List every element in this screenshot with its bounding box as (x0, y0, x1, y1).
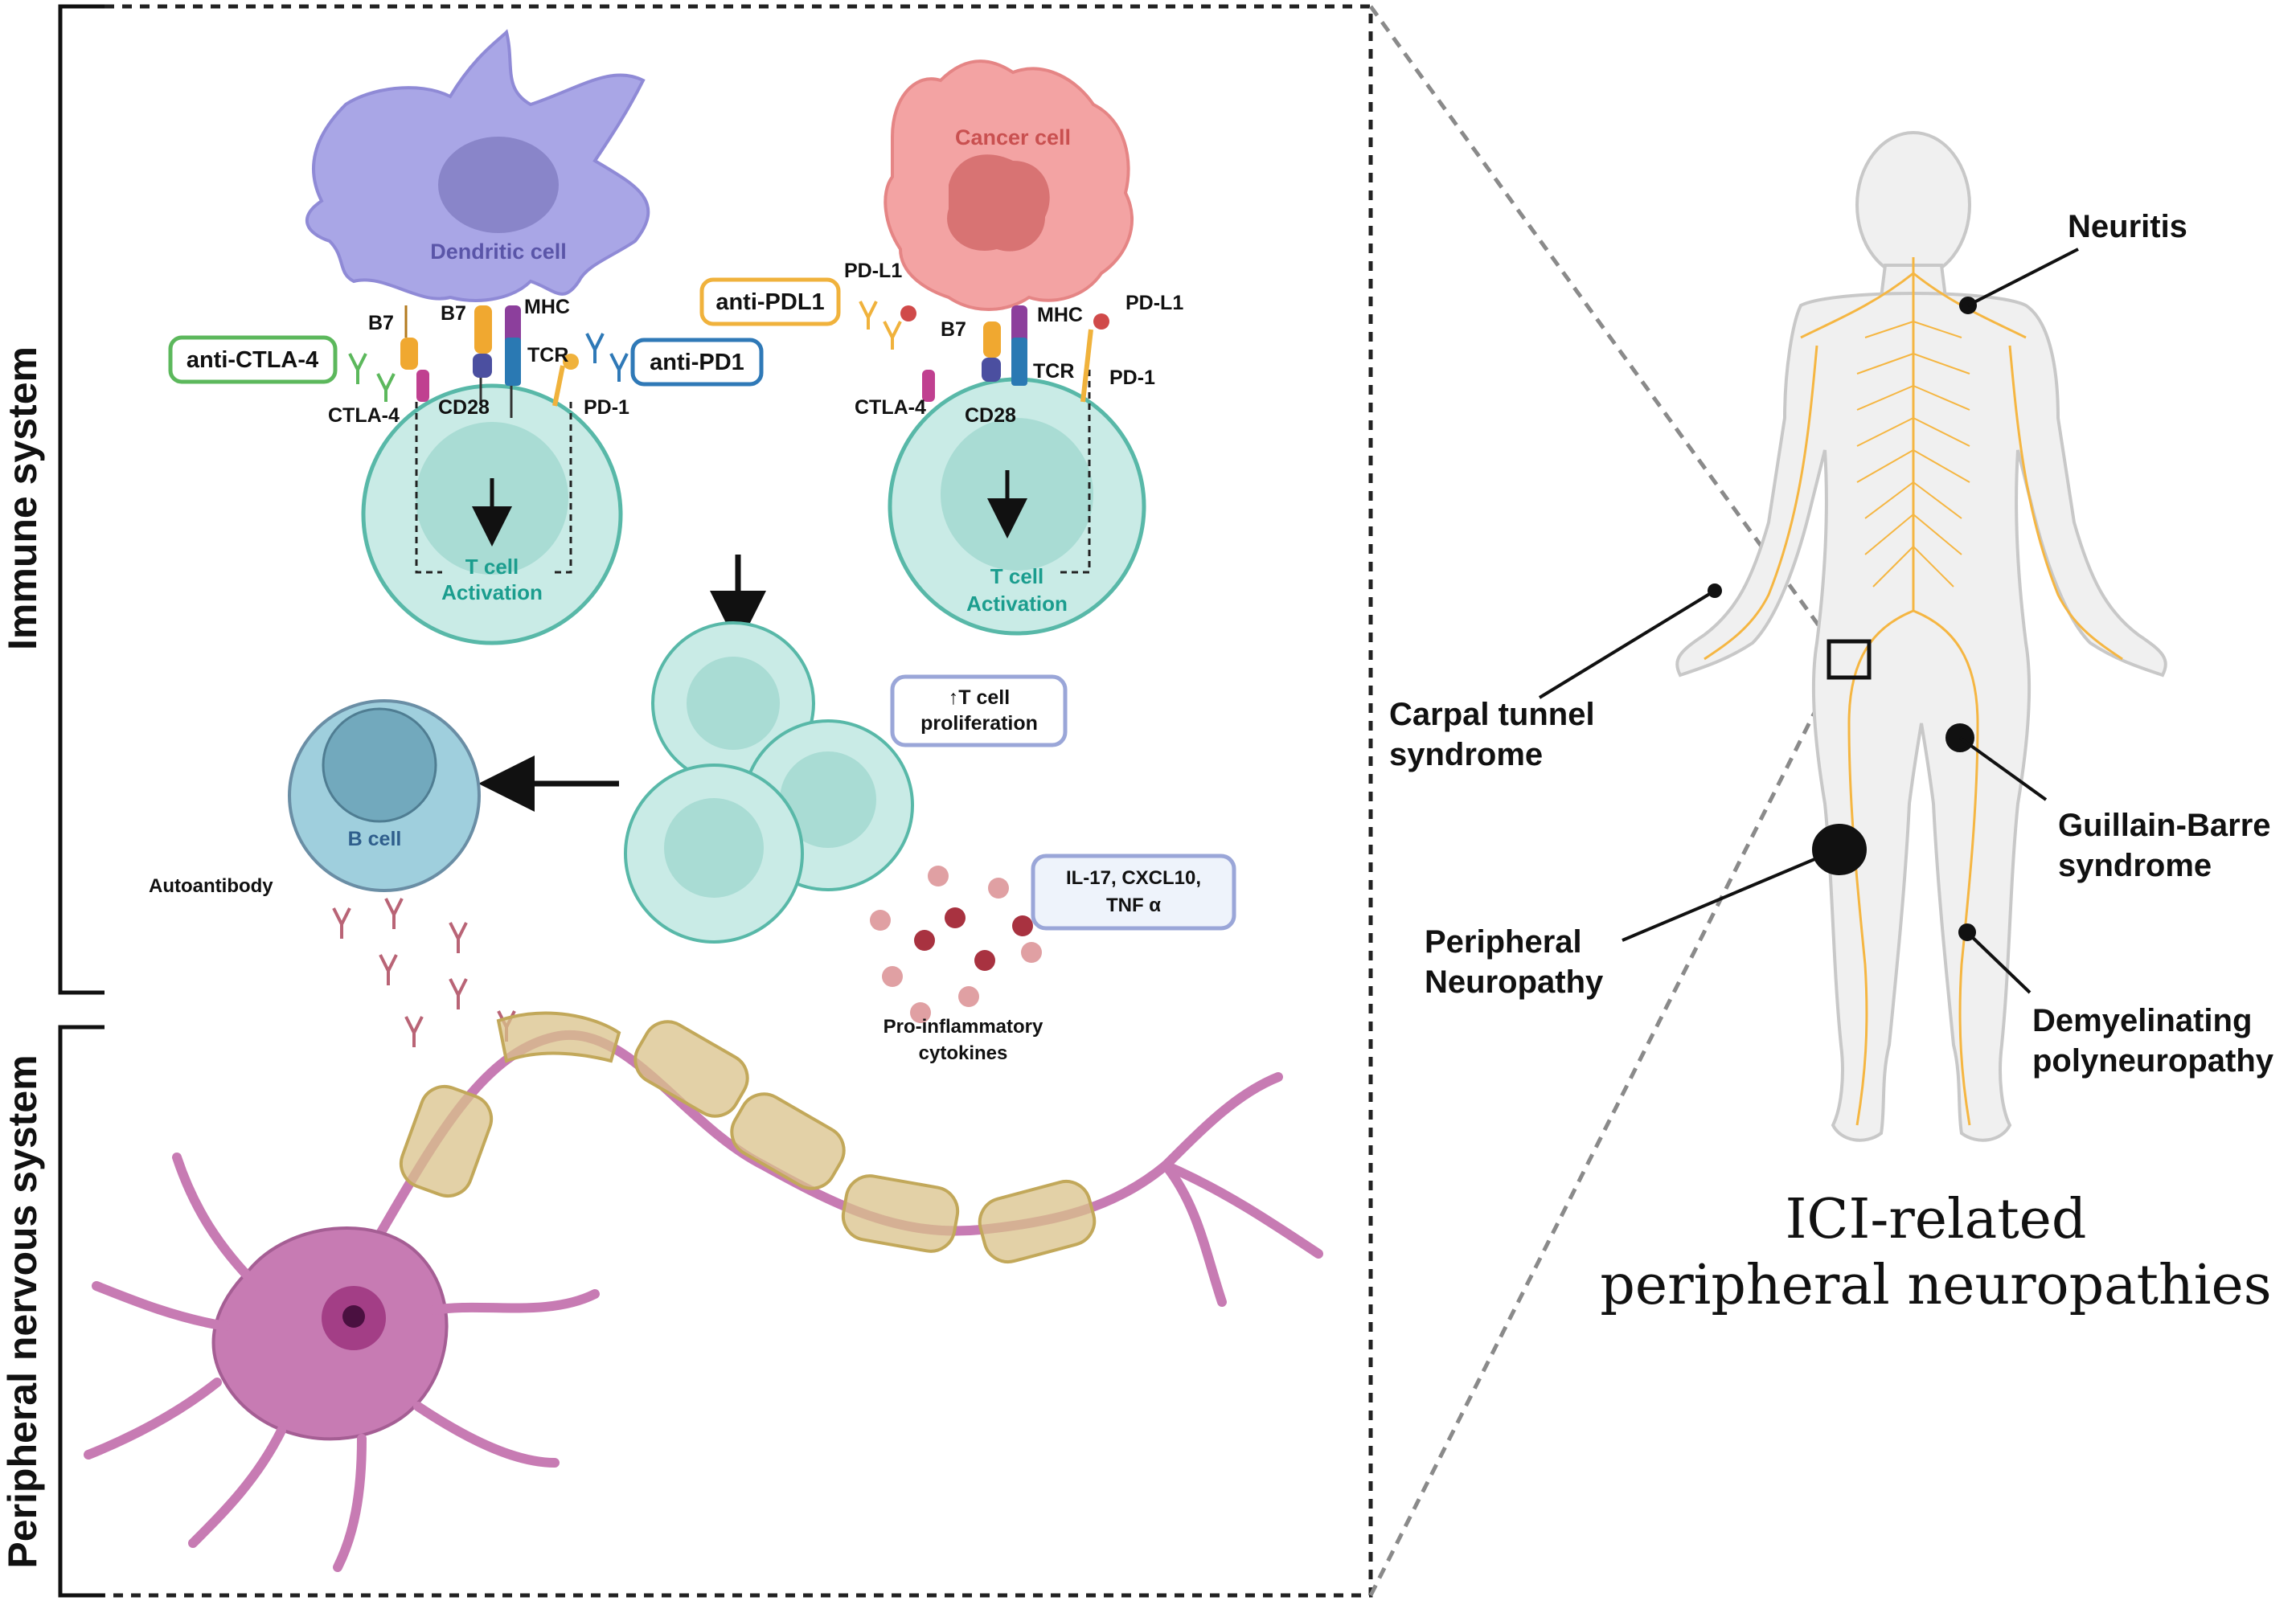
t-cell-2-label-b: Activation (966, 592, 1068, 616)
receptors-left (400, 305, 579, 418)
pd1-label-2: PD-1 (1109, 366, 1155, 389)
autoantibody-label: Autoantibody (149, 875, 273, 897)
anti-ctla4-box (168, 335, 338, 384)
cytokines-box-line-2: TNF α (1106, 895, 1161, 916)
b7-label-1: B7 (368, 312, 394, 334)
dendritic-cell (305, 29, 650, 302)
anti-pd1-box (630, 338, 764, 387)
site-carpal-1: Carpal tunnel (1389, 697, 1595, 732)
b7-label-3: B7 (941, 318, 966, 341)
proliferating-t-cells (624, 621, 914, 944)
mhc-label-1: MHC (524, 296, 570, 318)
pro-inflammatory-line-1: Pro-inflammatory (884, 1016, 1043, 1038)
site-periph-2: Neuropathy (1425, 964, 1604, 1000)
zoom-connector-lines (1368, 5, 1834, 1597)
pro-inflammatory-line-2: cytokines (919, 1042, 1008, 1064)
zoom-square (1827, 639, 1872, 680)
proliferation-line-2: proliferation (920, 712, 1038, 735)
mhc-label-2: MHC (1037, 304, 1083, 326)
pns-bracket (58, 1025, 105, 1598)
site-markers (1538, 248, 2079, 994)
antibodies-anti-pd1 (585, 333, 629, 382)
title-line-1: ICI-related (1786, 1188, 2087, 1251)
b-cell (288, 699, 481, 892)
pd1-label-1: PD-1 (584, 396, 629, 419)
t-cell-1-label-b: Activation (441, 580, 543, 604)
proliferation-line-1: ↑T cell (949, 686, 1010, 709)
immune-system-label: Immune system (0, 346, 45, 650)
anti-pd1-label: anti-PD1 (650, 350, 744, 375)
autoantibodies (332, 898, 516, 1047)
cancer-cell (884, 59, 1134, 311)
pdl1-label-left: PD-L1 (844, 260, 902, 282)
t-cell-1-label-a: T cell (465, 555, 519, 579)
anti-pdl1-box (699, 277, 841, 326)
cytokines-box-line-1: IL-17, CXCL10, (1066, 867, 1201, 889)
pns-label: Peripheral nervous system (0, 1054, 45, 1568)
immune-system-bracket (58, 4, 105, 995)
site-neuritis: Neuritis (2068, 209, 2187, 244)
pdl1-label-right: PD-L1 (1125, 292, 1183, 314)
antibodies-anti-pdl1 (859, 301, 902, 350)
tcr-label-1: TCR (527, 344, 568, 366)
site-gbs-2: syndrome (2058, 848, 2212, 883)
proliferation-box (890, 674, 1068, 747)
t-cell-2-label-a: T cell (990, 564, 1043, 588)
tcr-label-2: TCR (1033, 360, 1074, 383)
b-cell-label: B cell (348, 828, 402, 850)
site-periph-1: Peripheral (1425, 924, 1582, 960)
b7-label-2: B7 (441, 302, 466, 325)
neuron (84, 1011, 1323, 1572)
site-carpal-2: syndrome (1389, 737, 1543, 772)
anti-ctla4-label: anti-CTLA-4 (187, 347, 318, 373)
cd28-label-2: CD28 (965, 404, 1016, 427)
title-line-2: peripheral neuropathies (1600, 1254, 2271, 1317)
dendritic-cell-label: Dendritic cell (430, 240, 567, 264)
site-gbs-1: Guillain-Barre (2058, 808, 2271, 843)
t-cell-1 (361, 383, 623, 645)
cytokine-dots (870, 866, 1042, 1023)
antibodies-anti-ctla4 (348, 353, 396, 402)
cytokines-box (1031, 854, 1236, 931)
cd28-label-1: CD28 (438, 396, 490, 419)
receptors-right (900, 305, 1109, 403)
ctla4-label-2: CTLA-4 (855, 396, 926, 419)
site-demyel-2: polyneuropathy (2032, 1043, 2274, 1079)
cancer-cell-label: Cancer cell (955, 125, 1071, 149)
zoom-frame (105, 4, 1373, 1598)
site-demyel-1: Demyelinating (2032, 1003, 2252, 1038)
ctla4-label-1: CTLA-4 (328, 404, 400, 427)
anti-pdl1-label: anti-PDL1 (715, 289, 824, 315)
